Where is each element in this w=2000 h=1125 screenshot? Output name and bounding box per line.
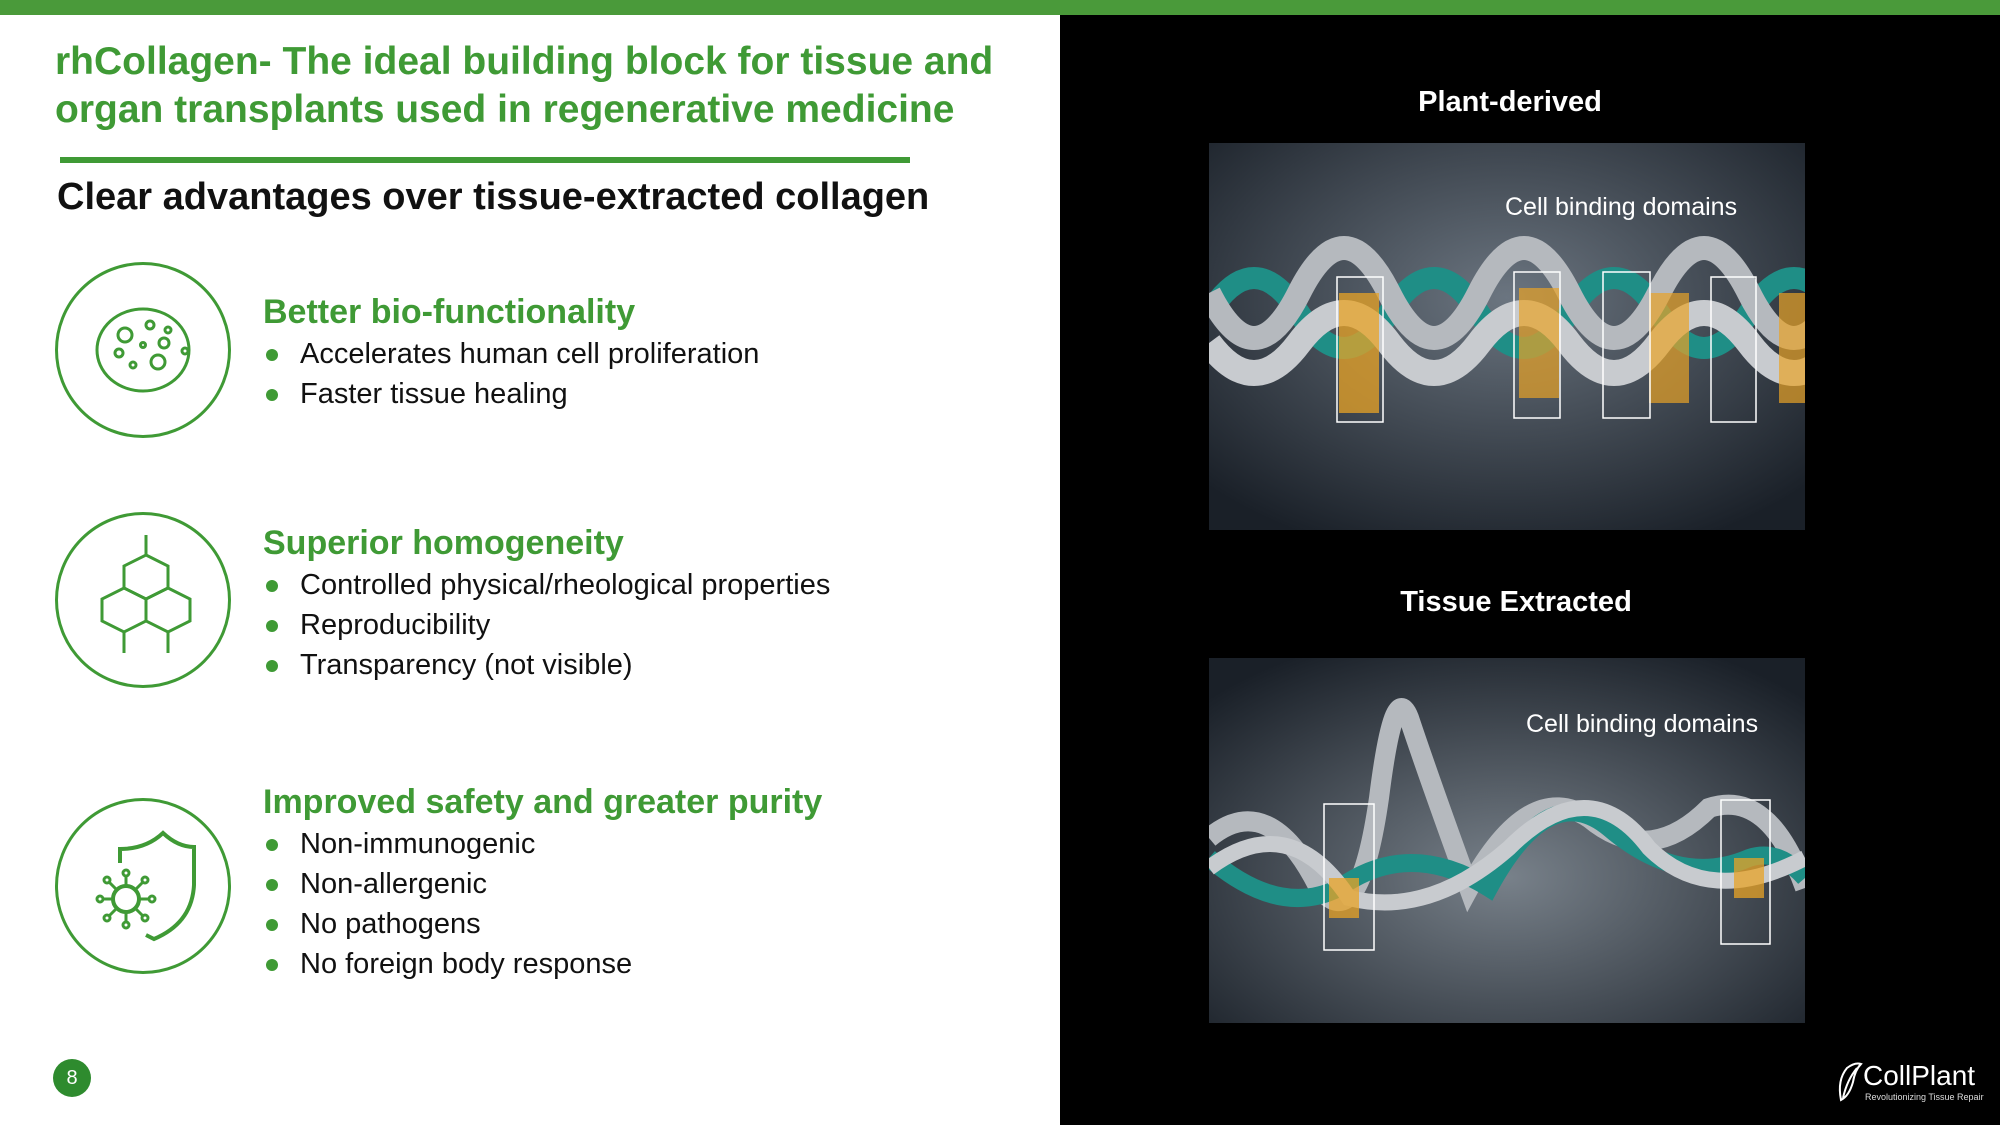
bullet-item: Accelerates human cell proliferation: [263, 334, 759, 374]
leaf-icon: [1838, 1062, 1863, 1102]
bullet-item: Faster tissue healing: [263, 374, 759, 414]
cell-binding-domains-label: Cell binding domains: [1505, 193, 1738, 221]
bullet-item: Non-immunogenic: [263, 824, 822, 864]
cells-icon: [55, 262, 231, 438]
section-heading: Improved safety and greater purity: [263, 783, 823, 821]
section-heading: Superior homogeneity: [263, 524, 624, 562]
title-divider: [60, 157, 910, 163]
tissue-extracted-collagen-image: Cell binding domains: [1209, 658, 1805, 1023]
section-safety-purity: Improved safety and greater purity Non-i…: [263, 780, 822, 984]
cell-binding-domains-label: Cell binding domains: [1526, 710, 1759, 738]
bullet-item: Controlled physical/rheological properti…: [263, 565, 830, 605]
page-number: 8: [53, 1059, 91, 1097]
logo-name: CollPlant: [1863, 1060, 1976, 1091]
bullet-item: Reproducibility: [263, 605, 830, 645]
bullet-item: No foreign body response: [263, 944, 822, 984]
bullet-item: Non-allergenic: [263, 864, 822, 904]
shield-virus-icon: [55, 798, 231, 974]
section-bio-functionality: Better bio-functionality Accelerates hum…: [263, 290, 759, 414]
plant-derived-title: Plant-derived: [1418, 86, 1602, 118]
slide-title: rhCollagen- The ideal building block for…: [55, 40, 994, 131]
plant-derived-collagen-image: Cell binding domains: [1209, 143, 1805, 530]
section-homogeneity: Superior homogeneity Controlled physical…: [263, 521, 830, 685]
bullet-item: No pathogens: [263, 904, 822, 944]
bullet-item: Transparency (not visible): [263, 645, 830, 685]
slide-subtitle: Clear advantages over tissue-extracted c…: [57, 176, 930, 218]
hexagon-structure-icon: [55, 512, 231, 688]
tissue-extracted-title: Tissue Extracted: [1400, 586, 1632, 618]
logo-tagline: Revolutionizing Tissue Repair: [1865, 1092, 1984, 1102]
section-heading: Better bio-functionality: [263, 293, 636, 331]
top-accent-bar: [0, 0, 2000, 15]
